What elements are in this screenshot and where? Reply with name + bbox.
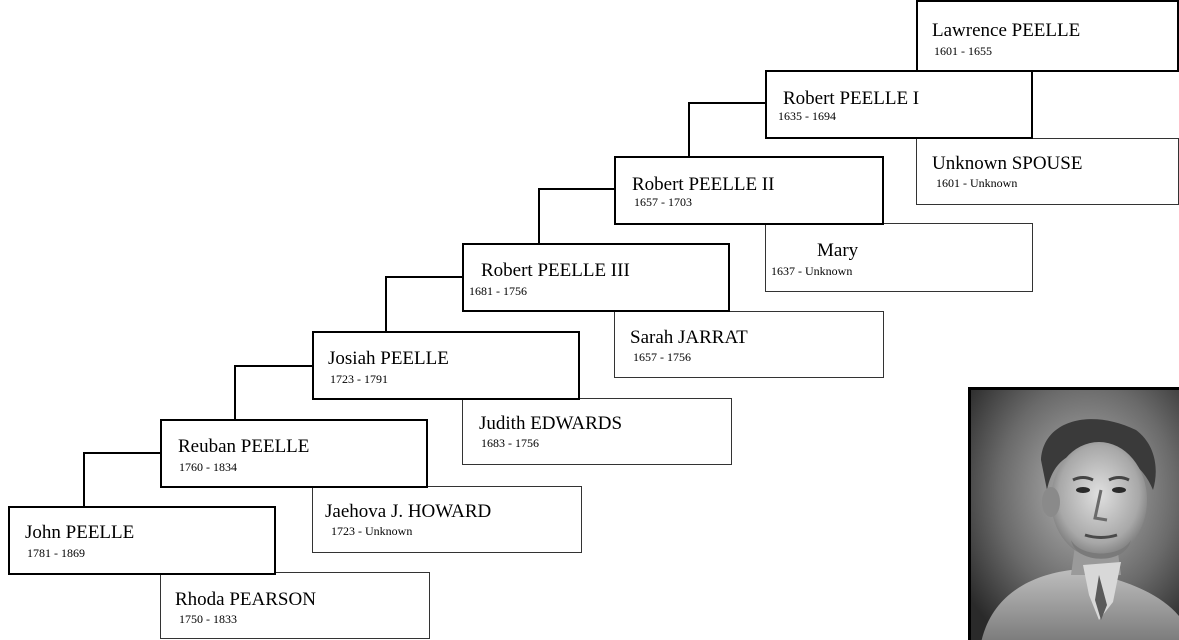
person-rhoda-pearson: Rhoda PEARSON 1750 - 1833 bbox=[160, 572, 430, 639]
person-dates: 1657 - 1756 bbox=[633, 350, 691, 364]
person-name: Robert PEELLE I bbox=[783, 88, 920, 109]
person-name: Jaehova J. HOWARD bbox=[325, 501, 492, 522]
person-dates: 1723 - 1791 bbox=[330, 372, 388, 386]
person-name: Sarah JARRAT bbox=[630, 327, 748, 348]
person-name: Reuban PEELLE bbox=[178, 436, 310, 457]
person-name: Robert PEELLE III bbox=[481, 260, 630, 281]
person-dates: 1723 - Unknown bbox=[331, 524, 413, 538]
person-dates: 1657 - 1703 bbox=[634, 195, 692, 209]
person-dates: 1601 - 1655 bbox=[934, 44, 992, 58]
person-name: Judith EDWARDS bbox=[479, 413, 623, 434]
person-name: John PEELLE bbox=[25, 522, 135, 543]
person-dates: 1781 - 1869 bbox=[27, 546, 85, 560]
person-dates: 1760 - 1834 bbox=[179, 460, 237, 474]
person-robert-peelle-iii: Robert PEELLE III 1681 - 1756 bbox=[462, 243, 730, 312]
person-mary: Mary 1637 - Unknown bbox=[765, 223, 1033, 292]
connector-robert3-robert2 bbox=[538, 188, 614, 243]
connector-robert2-robert1 bbox=[688, 102, 765, 156]
portrait-image bbox=[971, 390, 1179, 640]
person-jaehova-j-howard: Jaehova J. HOWARD 1723 - Unknown bbox=[312, 486, 582, 553]
person-name: Unknown SPOUSE bbox=[932, 153, 1083, 174]
person-name: Mary bbox=[817, 240, 859, 261]
connector-josiah-robert3 bbox=[385, 276, 462, 331]
person-dates: 1637 - Unknown bbox=[771, 264, 853, 278]
person-dates: 1681 - 1756 bbox=[469, 284, 527, 298]
person-name: Lawrence PEELLE bbox=[932, 20, 1081, 41]
person-robert-peelle-ii: Robert PEELLE II 1657 - 1703 bbox=[614, 156, 884, 225]
connector-reuban-josiah bbox=[234, 365, 312, 419]
person-dates: 1601 - Unknown bbox=[936, 176, 1018, 190]
person-lawrence-peelle: Lawrence PEELLE 1601 - 1655 bbox=[916, 0, 1179, 72]
person-dates: 1683 - 1756 bbox=[481, 436, 539, 450]
person-judith-edwards: Judith EDWARDS 1683 - 1756 bbox=[462, 398, 732, 465]
portrait-photo-icon bbox=[968, 387, 1179, 640]
person-robert-peelle-i: Robert PEELLE I 1635 - 1694 bbox=[765, 70, 1033, 139]
person-john-peelle: John PEELLE 1781 - 1869 bbox=[8, 506, 276, 575]
person-reuban-peelle: Reuban PEELLE 1760 - 1834 bbox=[160, 419, 428, 488]
connector-john-reuban bbox=[83, 452, 160, 506]
person-dates: 1750 - 1833 bbox=[179, 612, 237, 626]
person-name: Josiah PEELLE bbox=[328, 348, 449, 369]
person-name: Rhoda PEARSON bbox=[175, 589, 316, 610]
person-dates: 1635 - 1694 bbox=[778, 109, 836, 123]
person-sarah-jarrat: Sarah JARRAT 1657 - 1756 bbox=[614, 311, 884, 378]
person-unknown-spouse: Unknown SPOUSE 1601 - Unknown bbox=[916, 138, 1179, 205]
person-josiah-peelle: Josiah PEELLE 1723 - 1791 bbox=[312, 331, 580, 400]
person-name: Robert PEELLE II bbox=[632, 174, 775, 195]
